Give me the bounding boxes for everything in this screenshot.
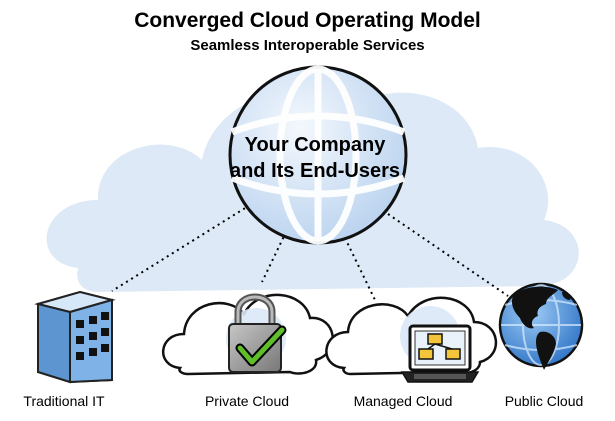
diagram-title: Converged Cloud Operating Model — [134, 9, 481, 32]
connectors — [111, 204, 509, 303]
connector-public-cloud — [387, 213, 509, 297]
label-managed-cloud: Managed Cloud — [353, 393, 453, 409]
laptop-icon — [400, 324, 480, 383]
label-public-cloud: Public Cloud — [504, 393, 584, 409]
center-label-line2: and Its End-Users — [229, 160, 401, 182]
padlock-checkmark-icon — [228, 293, 287, 373]
managed-cloud-icon — [325, 296, 497, 383]
office-building-icon — [34, 290, 116, 384]
earth-globe-icon — [498, 282, 584, 370]
private-cloud-icon — [162, 293, 334, 376]
label-private-cloud: Private Cloud — [204, 393, 290, 409]
center-label-line1: Your Company — [244, 134, 386, 156]
company-globe-icon — [228, 65, 408, 245]
label-traditional-it: Traditional IT — [23, 393, 105, 409]
diagram-subtitle: Seamless Interoperable Services — [190, 37, 425, 54]
